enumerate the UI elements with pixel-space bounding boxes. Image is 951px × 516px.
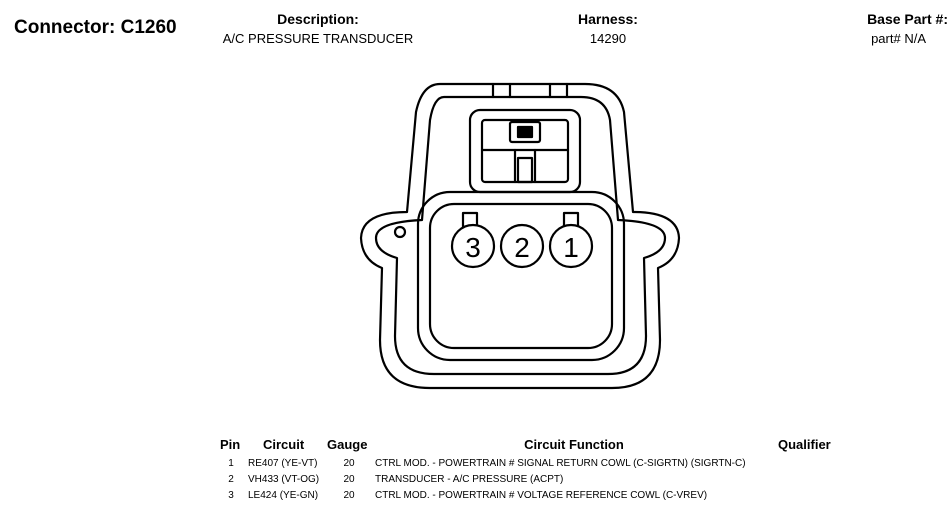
harness-label: Harness: bbox=[578, 11, 638, 27]
pin-circle-2 bbox=[499, 223, 545, 269]
housing-outer bbox=[359, 82, 681, 390]
base-part-label: Base Part #: bbox=[867, 11, 948, 27]
connector-face-diagram: 3 2 1 bbox=[359, 82, 681, 390]
latch-tab-inner bbox=[516, 125, 534, 139]
pin-circle-1 bbox=[548, 223, 594, 269]
table-header-function: Circuit Function bbox=[524, 437, 624, 452]
row-3-pin: 3 bbox=[228, 490, 234, 501]
housing-inner bbox=[374, 95, 667, 376]
latch-tab bbox=[508, 120, 542, 144]
pin-circle-3 bbox=[450, 223, 496, 269]
row-2-gauge: 20 bbox=[343, 474, 355, 485]
cavity-inner bbox=[428, 202, 614, 350]
row-1-circuit: RE407 (YE-VT) bbox=[248, 458, 318, 469]
description-label: Description: bbox=[277, 11, 359, 27]
table-header-gauge: Gauge bbox=[327, 437, 368, 452]
table-header-qualifier: Qualifier bbox=[778, 437, 831, 452]
table-header-circuit: Circuit bbox=[263, 437, 305, 452]
row-1-function: CTRL MOD. - POWERTRAIN # SIGNAL RETURN C… bbox=[375, 458, 746, 469]
row-3-function: CTRL MOD. - POWERTRAIN # VOLTAGE REFEREN… bbox=[375, 490, 708, 501]
row-1-pin: 1 bbox=[228, 458, 234, 469]
row-2-circuit: VH433 (VT-OG) bbox=[248, 474, 320, 485]
polarization-notch bbox=[393, 225, 407, 239]
row-1-gauge: 20 bbox=[343, 458, 355, 469]
harness-value: 14290 bbox=[589, 31, 627, 46]
latch-post bbox=[516, 156, 534, 184]
cavity-outer bbox=[416, 190, 626, 362]
row-2-pin: 2 bbox=[228, 474, 234, 485]
table-header-pin: Pin bbox=[220, 437, 241, 452]
base-part-value: part# N/A bbox=[871, 31, 926, 46]
pin-label-2: 2 bbox=[514, 232, 530, 263]
pin-label-3: 3 bbox=[465, 232, 481, 263]
connector-title: Connector: C1260 bbox=[14, 17, 177, 38]
description-value: A/C PRESSURE TRANSDUCER bbox=[222, 31, 414, 46]
row-3-gauge: 20 bbox=[343, 490, 355, 501]
pin-label-1: 1 bbox=[563, 232, 579, 263]
row-2-function: TRANSDUCER - A/C PRESSURE (ACPT) bbox=[375, 474, 564, 485]
row-3-circuit: LE424 (YE-GN) bbox=[248, 490, 319, 501]
